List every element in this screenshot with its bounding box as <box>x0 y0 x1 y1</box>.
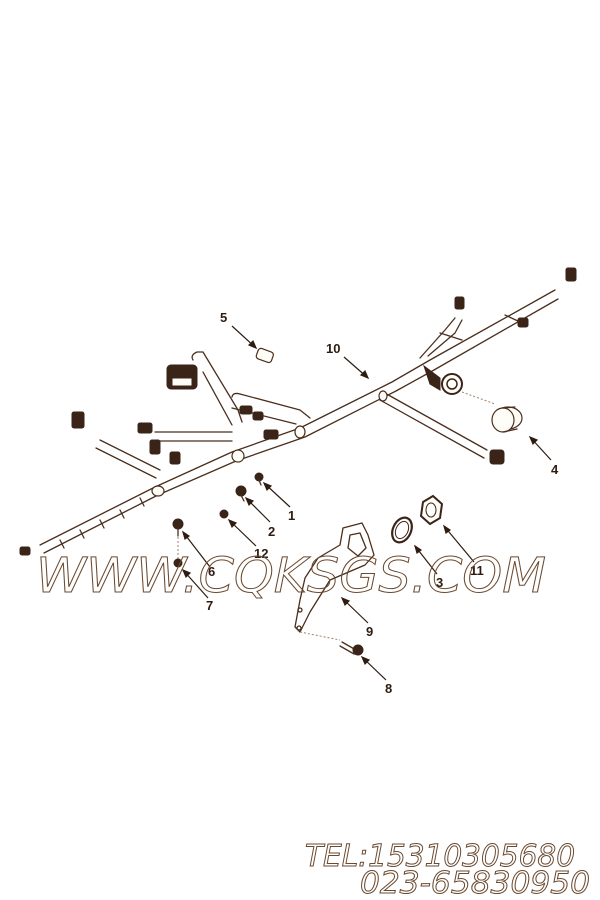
connector-icon <box>454 296 465 310</box>
callout-2: 2 <box>268 524 275 539</box>
connector-icon <box>149 439 161 455</box>
connector-icon <box>169 451 181 465</box>
wiring-harness <box>39 289 559 554</box>
callout-11: 11 <box>470 563 484 578</box>
watermark: WWW.CQKSGS.COM TEL:15310305680 023-65830… <box>36 548 591 900</box>
watermark-phone: 023-65830950 <box>360 866 590 900</box>
callout-12: 12 <box>254 546 268 561</box>
callout-8: 8 <box>385 681 392 696</box>
connector-icon <box>263 429 279 440</box>
watermark-site: WWW.CQKSGS.COM <box>36 548 546 604</box>
part-3-o-ring <box>391 516 413 544</box>
connector-icon <box>239 405 253 415</box>
callout-7: 7 <box>206 598 213 613</box>
callout-labels: 5 10 4 1 2 12 6 7 9 8 3 11 <box>206 310 559 696</box>
part-12-nut <box>219 509 229 519</box>
connector-icon <box>252 411 264 421</box>
callout-6: 6 <box>208 564 215 579</box>
callout-10: 10 <box>326 341 340 356</box>
connector-icon <box>517 317 529 328</box>
harness-connectors <box>19 267 577 556</box>
callout-5: 5 <box>220 310 227 325</box>
part-6-bolt <box>172 518 184 560</box>
part-8-bolt <box>339 641 364 656</box>
connector-icon <box>489 449 505 465</box>
connector-icon <box>19 546 31 556</box>
callout-9: 9 <box>366 624 373 639</box>
part-5-clip <box>255 347 274 364</box>
part-9-bracket <box>294 522 375 641</box>
part-11-hex-nut <box>419 494 444 526</box>
callout-4: 4 <box>551 462 559 477</box>
part-7-nut <box>173 558 183 568</box>
part-4-cap <box>491 406 523 433</box>
connector-icon <box>565 267 577 282</box>
watermark-tel: TEL:15310305680 <box>305 839 575 874</box>
loose-parts <box>172 347 523 656</box>
part-2-bolt <box>235 485 247 502</box>
callout-3: 3 <box>436 575 443 590</box>
leader-lines <box>181 325 552 681</box>
connector-icon <box>71 411 85 429</box>
connector-icon <box>137 422 153 434</box>
part-1-bolt <box>254 472 264 486</box>
callout-1: 1 <box>288 508 295 523</box>
